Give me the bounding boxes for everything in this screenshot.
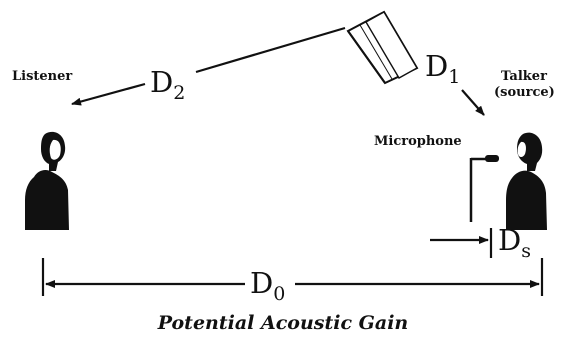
diagram-caption: Potential Acoustic Gain bbox=[157, 312, 409, 334]
talker-figure-icon bbox=[506, 132, 547, 230]
talker-label: Talker bbox=[501, 69, 547, 84]
microphone-label: Microphone bbox=[374, 134, 462, 149]
talker-source-label: (source) bbox=[494, 85, 555, 100]
d1-label: D1 bbox=[425, 49, 460, 88]
loudspeaker-icon bbox=[346, 10, 419, 85]
d0-label: D0 bbox=[250, 266, 285, 305]
d2-path-upper bbox=[195, 26, 346, 74]
listener-label: Listener bbox=[12, 69, 72, 84]
d2-label: D2 bbox=[150, 65, 185, 104]
d1-path-arrow bbox=[461, 89, 485, 116]
microphone-icon bbox=[469, 155, 499, 222]
listener-figure-icon bbox=[25, 131, 69, 230]
ds-label: Ds bbox=[498, 223, 531, 262]
d2-path-arrow bbox=[71, 82, 146, 106]
